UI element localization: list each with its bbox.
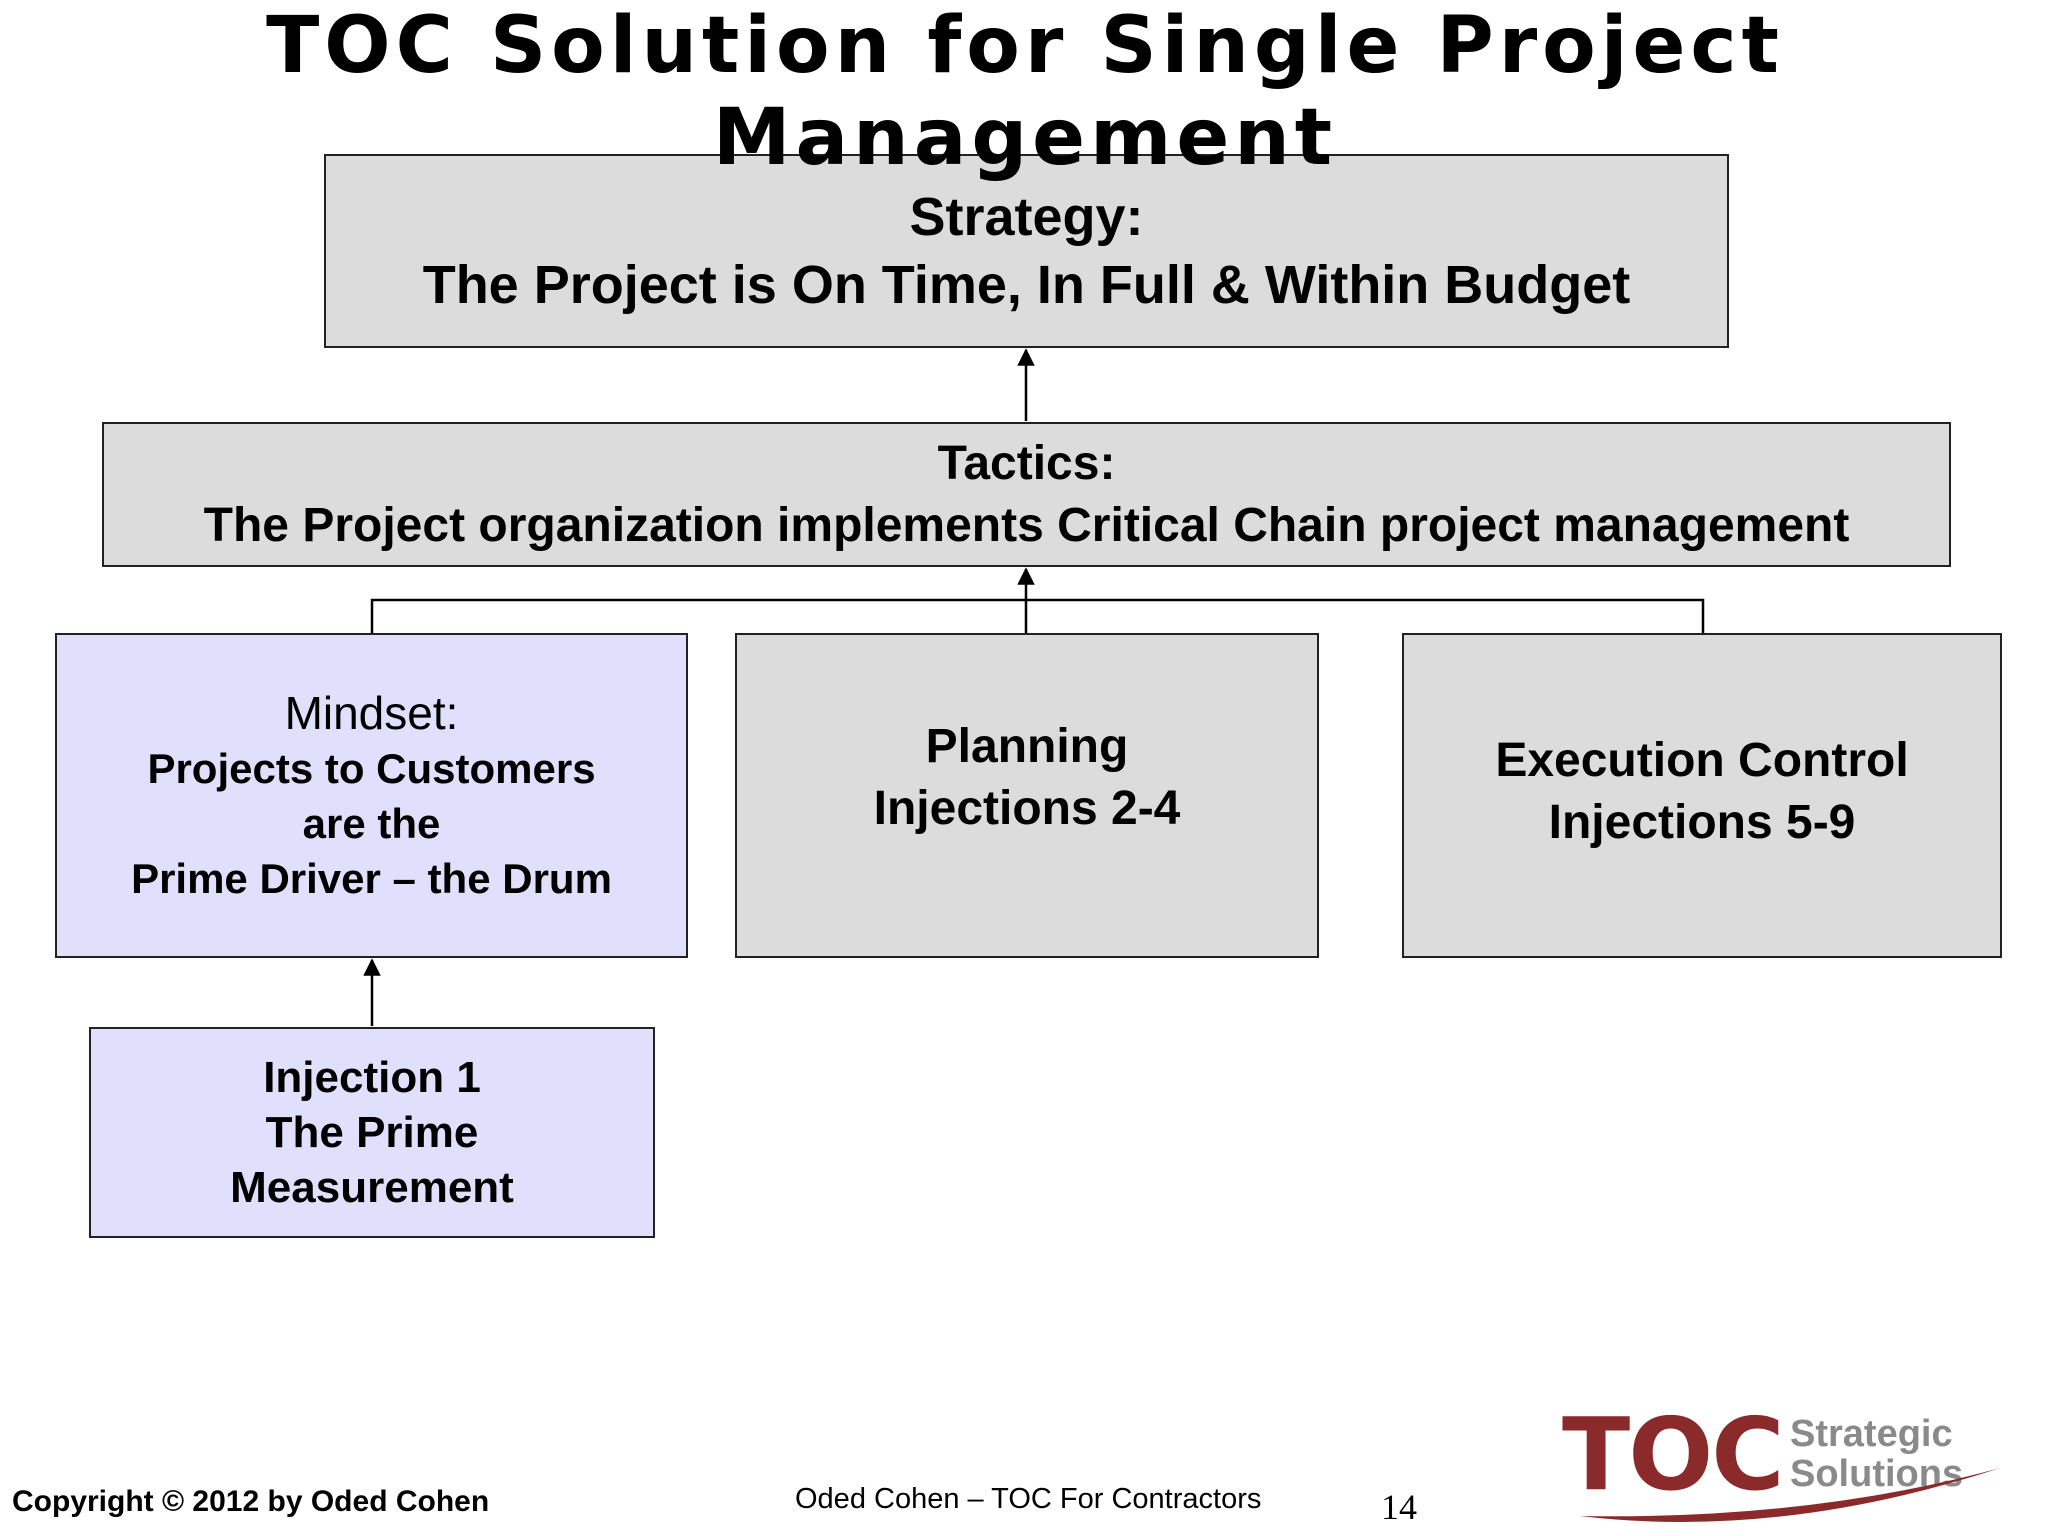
planning-line: Planning: [925, 720, 1129, 773]
injection-line: Measurement: [230, 1163, 514, 1212]
logo-swoosh: [1580, 1468, 2000, 1522]
logo-line1: Strategic: [1790, 1413, 1953, 1455]
execution-line: Execution Control: [1495, 734, 1909, 787]
mindset-line: Projects to Customers: [147, 744, 596, 792]
planning-box: Planning Injections 2-4: [735, 633, 1319, 958]
execution-line: Injections 5-9: [1548, 796, 1856, 849]
planning-line: Injections 2-4: [873, 782, 1181, 835]
strategy-heading: Strategy:: [909, 187, 1144, 247]
tactics-text: The Project organization implements Crit…: [203, 498, 1850, 552]
copyright-text: Copyright © 2012 by Oded Cohen: [12, 1485, 490, 1518]
page-number: 14: [1381, 1487, 1417, 1527]
toc-strategic-solutions-logo: TOC Strategic Solutions: [1550, 1400, 2048, 1536]
strategy-text: The Project is On Time, In Full & Within…: [422, 255, 1631, 315]
connector-branches: [370, 598, 1705, 633]
tactics-heading: Tactics:: [937, 436, 1116, 490]
tactics-box: Tactics: The Project organization implem…: [102, 422, 1951, 567]
injection-line: The Prime: [265, 1108, 479, 1157]
slide-title: TOC Solution for Single Project Manageme…: [266, 1, 1784, 183]
mindset-heading: Mindset:: [284, 686, 459, 739]
logo-mark: TOC: [1562, 1396, 1785, 1513]
injection-1-box: Injection 1 The Prime Measurement: [89, 1027, 655, 1238]
execution-control-box: Execution Control Injections 5-9: [1402, 633, 2002, 958]
mindset-box: Mindset: Projects to Customers are the P…: [55, 633, 688, 958]
mindset-line: are the: [302, 799, 441, 847]
mindset-line: Prime Driver – the Drum: [131, 854, 612, 902]
footer-center-text: Oded Cohen – TOC For Contractors: [795, 1483, 1262, 1515]
strategy-box: Strategy: The Project is On Time, In Ful…: [324, 154, 1729, 348]
injection-line: Injection 1: [263, 1053, 481, 1102]
